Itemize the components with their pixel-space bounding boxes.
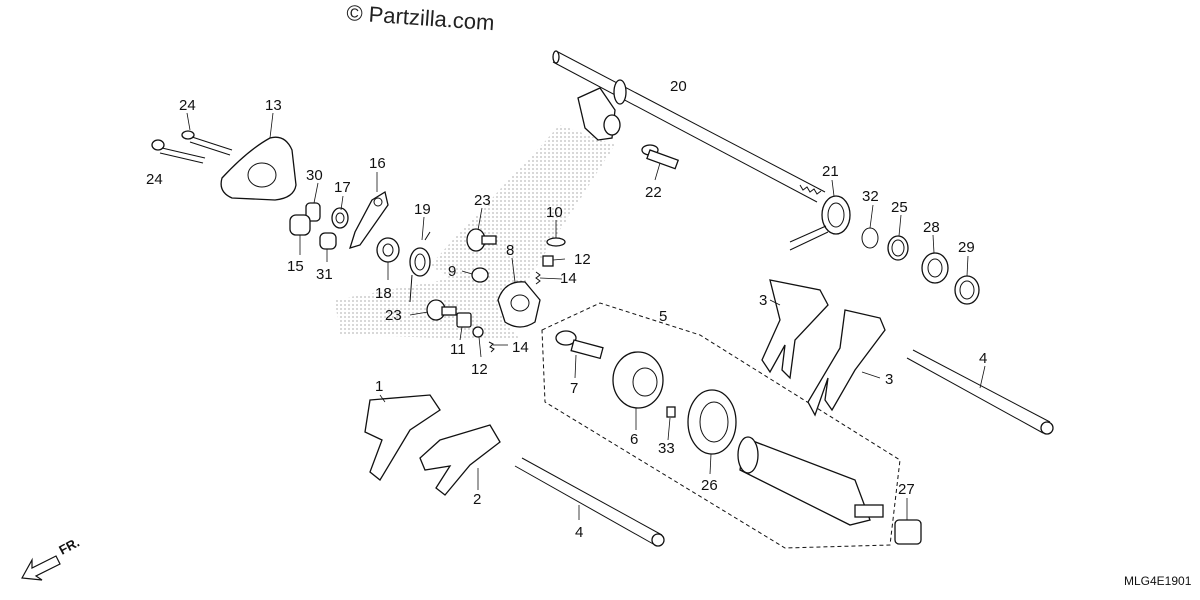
part-6-drum-center xyxy=(612,351,664,409)
callout-19: 19 xyxy=(414,201,431,218)
part-26-bearing xyxy=(687,389,737,455)
callout-33: 33 xyxy=(658,440,675,457)
part-8-shift-drum-center xyxy=(497,281,541,328)
callout-17: 17 xyxy=(334,179,351,196)
part-28-needle-bearing xyxy=(921,252,949,284)
part-21-return-spring xyxy=(789,195,851,251)
part-17-washer xyxy=(331,207,349,229)
part-4-fork-shaft-left xyxy=(514,457,665,547)
part-27-bearing xyxy=(894,519,922,545)
callout-23-lower: 23 xyxy=(385,307,402,324)
part-25-washer xyxy=(887,235,909,261)
callout-16: 16 xyxy=(369,155,386,172)
part-5-shift-drum xyxy=(737,436,884,526)
part-4-fork-shaft-right xyxy=(906,349,1054,435)
part-1-shift-fork xyxy=(364,394,441,481)
part-20-shift-spindle xyxy=(552,50,826,203)
part-31-collar xyxy=(319,232,337,250)
callout-30: 30 xyxy=(306,167,323,184)
part-12-pin-upper xyxy=(542,255,554,267)
part-11-pin xyxy=(456,312,472,328)
part-9-washer xyxy=(471,267,489,283)
callout-29: 29 xyxy=(958,239,975,256)
part-24-bolt-a xyxy=(181,130,233,156)
part-3-shift-fork-a xyxy=(761,279,829,380)
part-12-pin-lower xyxy=(472,326,484,338)
diagram-code: MLG4E1901 xyxy=(1124,574,1192,588)
front-arrow-icon xyxy=(21,555,61,581)
callout-27: 27 xyxy=(898,481,915,498)
part-5-assembly-outline xyxy=(541,302,901,549)
part-30-collar xyxy=(305,202,321,222)
callout-20: 20 xyxy=(670,78,687,95)
part-7-pin xyxy=(555,330,604,360)
callout-4-right: 4 xyxy=(979,350,987,367)
callout-9: 9 xyxy=(448,263,456,280)
part-15-collar xyxy=(289,214,311,236)
part-10-pin xyxy=(546,237,566,247)
callout-11: 11 xyxy=(450,341,466,358)
part-3-shift-fork-b xyxy=(807,309,886,417)
callout-14-lower: 14 xyxy=(512,339,529,356)
callout-3-upper: 3 xyxy=(759,292,767,309)
callout-32: 32 xyxy=(862,188,879,205)
callout-15: 15 xyxy=(287,258,304,275)
part-2-shift-fork xyxy=(419,424,501,496)
callout-2: 2 xyxy=(473,491,481,508)
callout-8: 8 xyxy=(506,242,514,259)
part-29-oil-seal xyxy=(954,275,980,305)
part-16-stopper-arm xyxy=(349,190,389,249)
callout-3-lower: 3 xyxy=(885,371,893,388)
part-32-circlip xyxy=(861,227,879,249)
callout-14-upper: 14 xyxy=(560,270,577,287)
callout-1: 1 xyxy=(375,378,383,395)
callout-18: 18 xyxy=(375,285,392,302)
front-direction-indicator: FR. xyxy=(21,535,82,581)
part-19-spring xyxy=(409,231,431,303)
callout-4-left: 4 xyxy=(575,524,583,541)
callout-31: 31 xyxy=(316,266,333,283)
part-24-bolt-b xyxy=(151,139,206,164)
callout-26: 26 xyxy=(701,477,718,494)
watermark-text: © Partzilla.com xyxy=(346,0,496,35)
callout-24-top: 24 xyxy=(179,97,196,114)
callout-24-bottom: 24 xyxy=(146,171,163,188)
callout-13: 13 xyxy=(265,97,282,114)
callout-7: 7 xyxy=(570,380,578,397)
callout-12-upper: 12 xyxy=(574,251,591,268)
part-23-bolt-upper xyxy=(466,228,497,252)
callout-labels: 24 24 13 30 17 16 19 23 10 12 14 9 8 23 … xyxy=(146,78,987,541)
part-18-washer xyxy=(376,237,400,263)
callout-23-upper: 23 xyxy=(474,192,491,209)
callout-22: 22 xyxy=(645,184,662,201)
part-14-spring-lower xyxy=(488,341,495,353)
part-22-bolt xyxy=(641,144,680,170)
callout-6: 6 xyxy=(630,431,638,448)
part-13-stopper-plate xyxy=(220,136,297,201)
part-23-bolt-lower xyxy=(426,299,457,321)
callout-25: 25 xyxy=(891,199,908,216)
callout-28: 28 xyxy=(923,219,940,236)
part-14-spring-upper xyxy=(535,271,541,285)
part-33-pin xyxy=(666,406,676,418)
callout-12-lower: 12 xyxy=(471,361,488,378)
callout-21: 21 xyxy=(822,163,839,180)
callout-5: 5 xyxy=(659,308,667,325)
callout-10: 10 xyxy=(546,204,563,221)
front-label: FR. xyxy=(56,535,82,558)
leader-lines xyxy=(186,112,986,520)
